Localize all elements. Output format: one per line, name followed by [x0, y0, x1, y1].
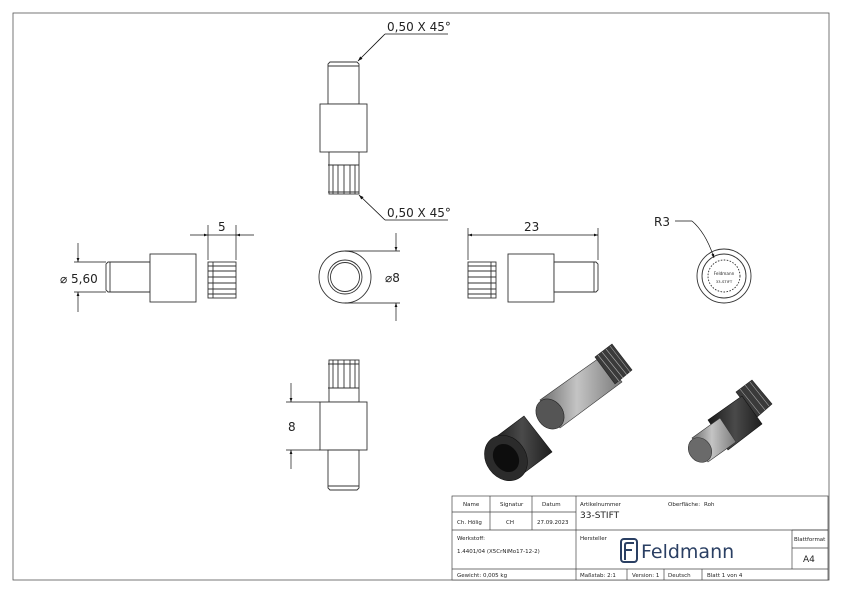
tb-drawer-date: 27.09.2023: [537, 520, 569, 526]
end-face-view: [696, 248, 752, 304]
tb-header-date: Datum: [542, 502, 561, 508]
chamfer-top-label: 0,50 X 45°: [387, 20, 451, 34]
tb-article-label: Artikelnummer: [580, 502, 622, 508]
dim-diameter-left: [74, 243, 106, 312]
tb-header-signature: Signatur: [500, 502, 524, 508]
tb-scale: Maßstab: 2:1: [580, 573, 616, 579]
dim-diameter-ring: [345, 233, 400, 321]
radius-label: R3: [654, 215, 670, 229]
tb-article-value: 33-STIFT: [580, 511, 620, 521]
dim-height-bottom: [286, 383, 320, 469]
tb-weight: Gewicht: 0,005 kg: [457, 573, 507, 579]
tb-drawer-name: Ch. Hölig: [457, 520, 482, 526]
tb-material-label: Werkstoff:: [457, 536, 485, 542]
tb-surface-value: Roh: [704, 502, 715, 508]
iso-exploded-pin: [535, 343, 633, 430]
tb-material-value: 1.4401/04 (X5CrNiMo17-12-2): [457, 549, 540, 555]
left-view-pin: [105, 253, 237, 303]
feldmann-logo-icon: [620, 538, 638, 563]
diameter-ring-label: ⌀8: [385, 271, 400, 285]
dim-knurl-length: [190, 225, 254, 260]
tb-language: Deutsch: [668, 573, 691, 579]
bottom-view-pin: [319, 359, 368, 491]
end-face-brand-text: Feldmann: [714, 271, 735, 276]
tb-version: Version: 1: [632, 573, 659, 579]
end-face-code-text: 33-STIFT: [716, 279, 733, 284]
diameter-left-label: ⌀ 5,60: [60, 272, 98, 286]
iso-exploded-ring: [484, 415, 553, 481]
iso-assembled-pin: [687, 379, 773, 463]
top-view-pin: [319, 61, 368, 195]
tb-manufacturer-label: Hersteller: [580, 536, 608, 542]
tb-drawer-signature: CH: [506, 520, 514, 526]
total-length-label: 23: [524, 220, 539, 234]
chamfer-bottom-leader: [358, 194, 448, 221]
dim-total-length: [467, 228, 599, 260]
drawing-frame: [12, 12, 830, 581]
tb-format-label: Blattformat: [794, 537, 826, 543]
radius-leader: [675, 220, 715, 259]
title-block: [451, 495, 829, 581]
chamfer-top-leader: [357, 33, 448, 62]
right-view-pin: [467, 253, 599, 303]
tb-sheet: Blatt 1 von 4: [707, 573, 743, 579]
tb-format-value: A4: [803, 555, 815, 565]
knurl-length-label: 5: [218, 220, 226, 234]
height-bottom-label: 8: [288, 420, 296, 434]
tb-surface-label: Oberfläche:: [668, 502, 700, 508]
tb-brand-name: Feldmann: [641, 541, 734, 563]
tb-header-name: Name: [463, 502, 480, 508]
chamfer-bottom-label: 0,50 X 45°: [387, 206, 451, 220]
end-view-ring: [318, 250, 372, 304]
